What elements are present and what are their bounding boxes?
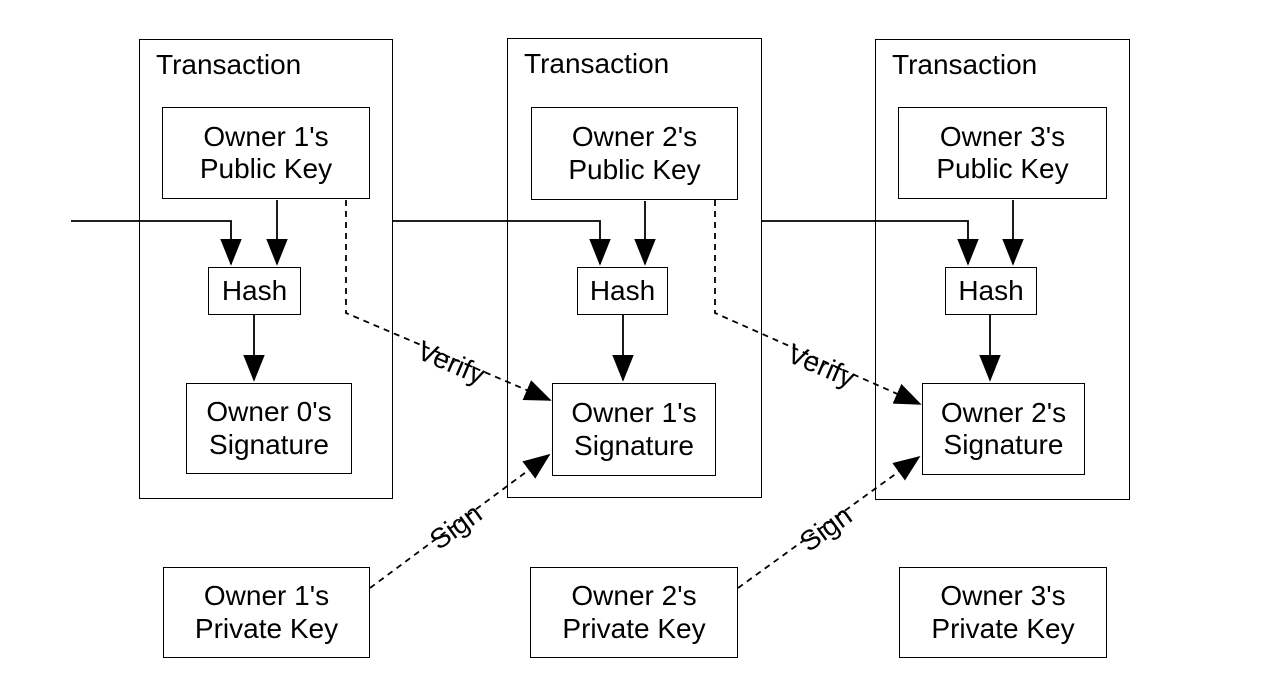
public-key-box-2: Owner 2's Public Key [531, 107, 738, 200]
hash-box-2: Hash [577, 267, 668, 315]
public-key-box-3: Owner 3's Public Key [898, 107, 1107, 199]
private-key-box-3: Owner 3's Private Key [899, 567, 1107, 658]
transaction-box-3: Transaction [875, 39, 1130, 500]
transaction-box-2: Transaction [507, 38, 762, 498]
transaction-box-1: Transaction [139, 39, 393, 499]
signature-box-1: Owner 0's Signature [186, 383, 352, 474]
private-key-box-1: Owner 1's Private Key [163, 567, 370, 658]
signature-box-3: Owner 2's Signature [922, 383, 1085, 475]
transaction-title-3: Transaction [892, 49, 1038, 80]
sign-label-1: Sign [423, 497, 488, 556]
verify-label-2: Verify [782, 337, 860, 394]
public-key-box-1: Owner 1's Public Key [162, 107, 370, 199]
transaction-title-1: Transaction [156, 49, 302, 80]
transaction-title-2: Transaction [524, 48, 670, 79]
private-key-box-2: Owner 2's Private Key [530, 567, 738, 658]
signature-box-2: Owner 1's Signature [552, 383, 716, 476]
verify-label-1: Verify [412, 334, 490, 391]
hash-box-3: Hash [945, 267, 1037, 315]
hash-box-1: Hash [208, 267, 301, 315]
sign-label-2: Sign [793, 499, 858, 558]
